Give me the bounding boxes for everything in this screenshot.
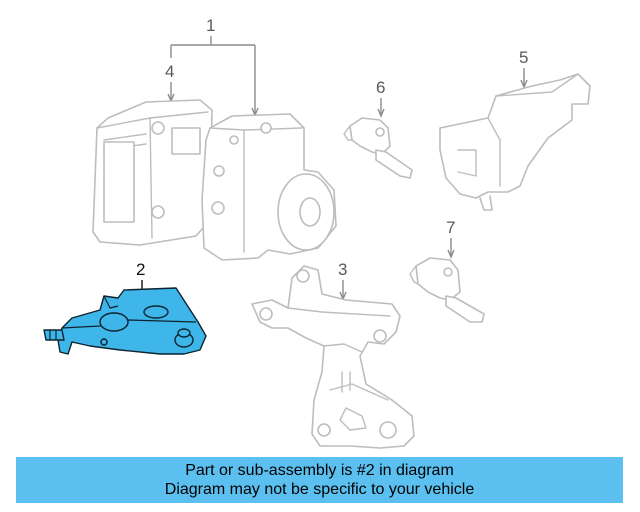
part-6-speed-sensor: 6 — [343, 78, 413, 179]
callout-1: 1 — [206, 16, 215, 35]
callout-3: 3 — [338, 260, 347, 279]
callout-1-bracket: 1 — [170, 16, 259, 117]
callout-2: 2 — [136, 260, 145, 279]
banner-line-disclaimer: Diagram may not be specific to your vehi… — [164, 481, 475, 498]
callout-5: 5 — [519, 48, 528, 67]
part-5-duct-cover: 5 — [439, 48, 591, 211]
banner-line-part-reference: Part or sub-assembly is #2 in diagram — [185, 462, 454, 479]
part-2-bracket-highlighted: 2 — [43, 260, 207, 355]
part-7-speed-sensor: 7 — [409, 218, 485, 323]
callout-7: 7 — [446, 218, 455, 237]
part-3-mounting-bracket: 3 — [251, 260, 415, 449]
callout-4: 4 — [165, 62, 174, 81]
info-banner: Part or sub-assembly is #2 in diagram Di… — [16, 457, 623, 503]
exploded-parts-diagram: 1 4 — [43, 16, 591, 449]
callout-6: 6 — [376, 78, 385, 97]
part-1-hydraulic-unit — [201, 113, 337, 261]
part-4-abs-control-module: 4 — [92, 62, 213, 246]
